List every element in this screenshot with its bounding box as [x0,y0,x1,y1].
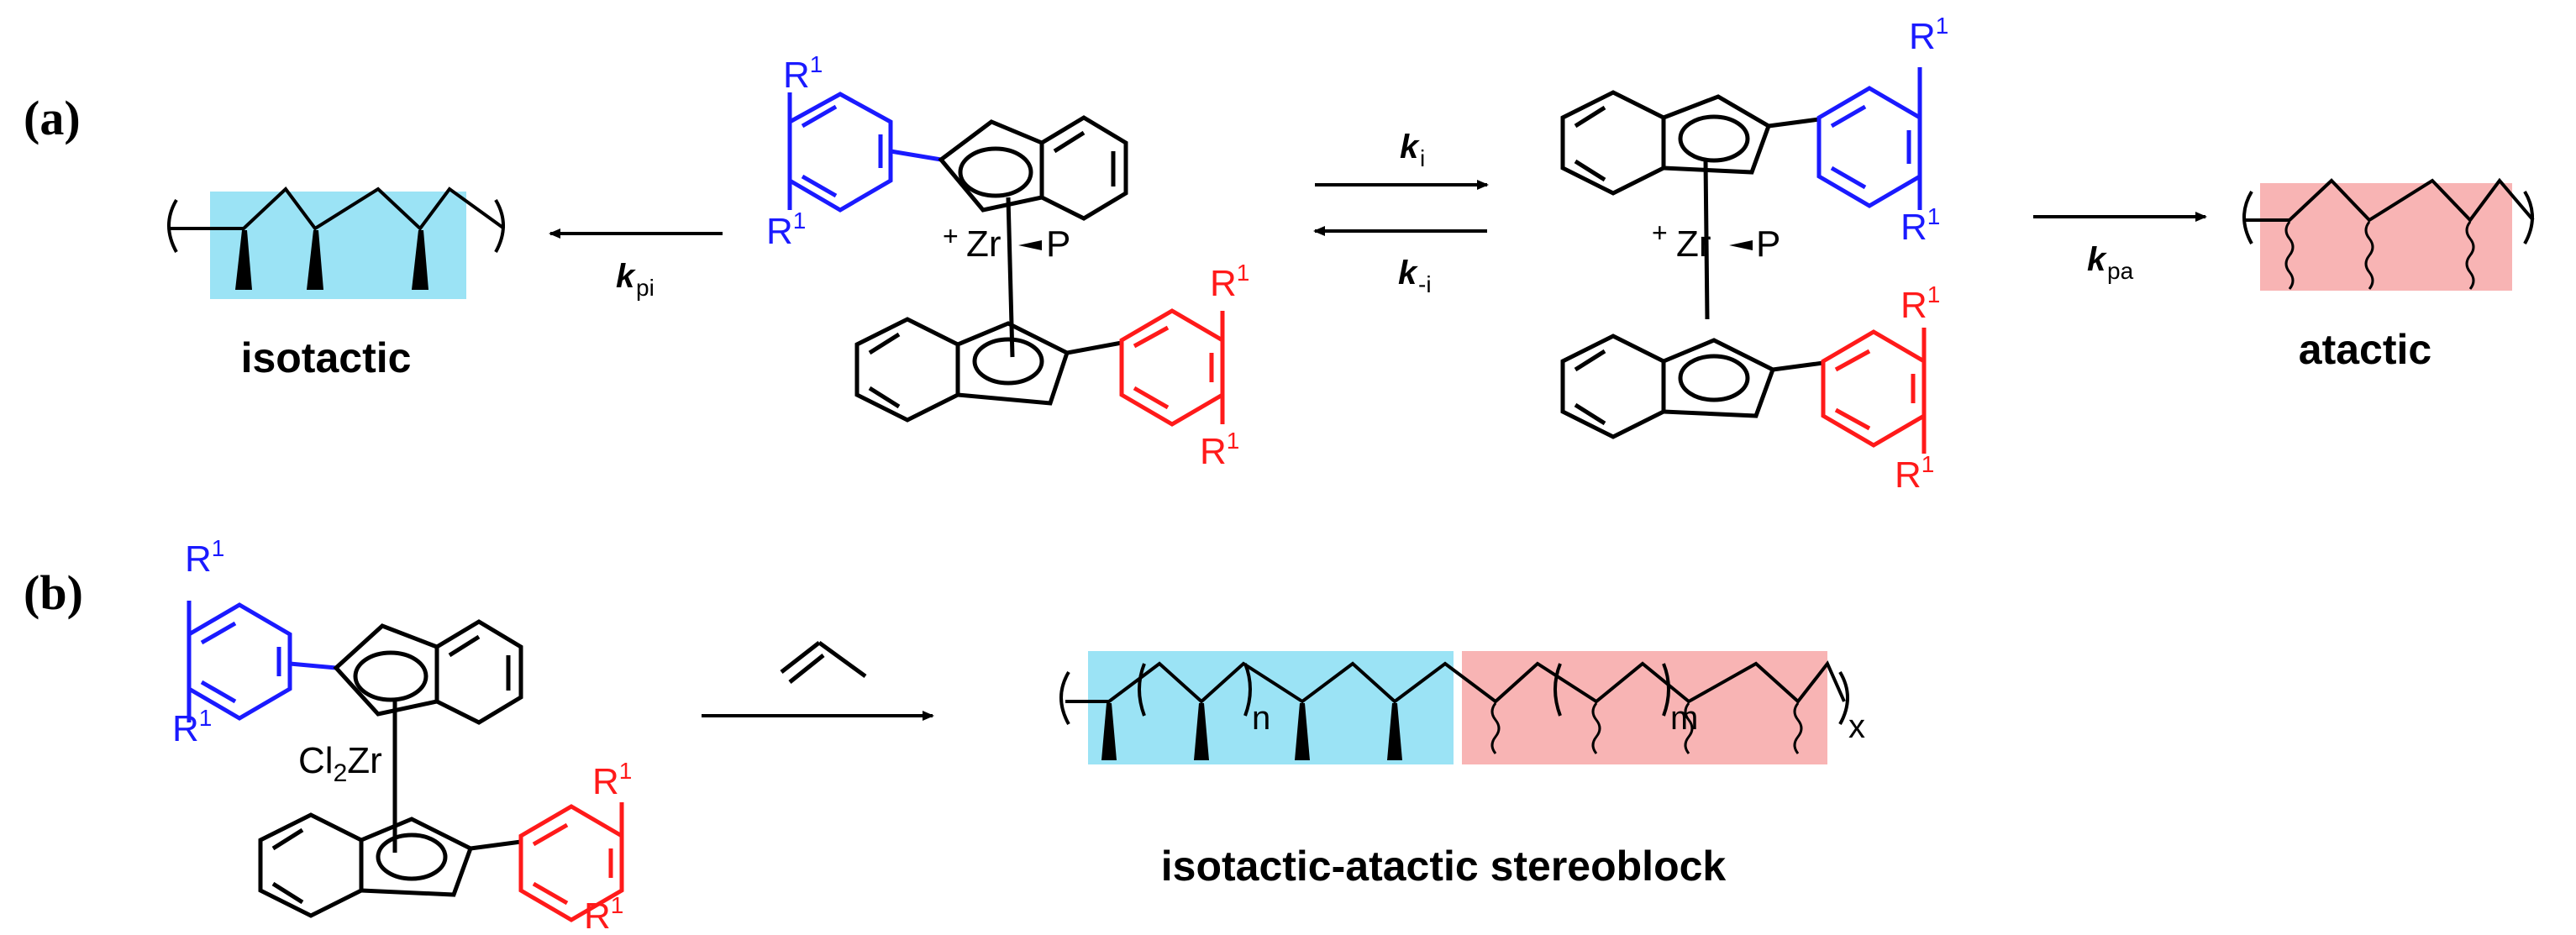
r1-bottom-left-blue: R1 [766,207,806,252]
m-label: m [1670,700,1698,737]
blue-aryl-ring [787,92,942,213]
catalyst-precursor: R1 R1 Cl2Zr R1 R1 [172,535,632,935]
red-aryl-ring-right [1821,328,1927,454]
r1-top-red-left: R1 [1210,260,1249,304]
r1-b-bottom-blue: R1 [172,705,212,749]
r1-bottom-blue-right: R1 [1900,203,1940,248]
atactic-block [1462,651,1827,764]
k-i-label: k i [1400,129,1425,171]
r1-top-red-right: R1 [1900,281,1940,326]
stereoblock-label: isotactic-atactic stereoblock [1161,843,1727,890]
panel-b-label: (b) [24,565,83,620]
r1-top-left-blue: R1 [783,51,823,96]
cl2zr-label: Cl2Zr [298,740,382,787]
svg-text:k: k [1400,129,1420,165]
charge-left: + [943,221,959,251]
zr-left: Zr [966,223,1001,265]
r1-top-blue-right: R1 [1909,13,1948,57]
svg-text:k: k [1398,255,1418,292]
k-pi-label: k pi [616,258,655,301]
catalyst-conformer-right: R1 R1 + Zr P R1 R1 [1560,13,1948,496]
zr-right: Zr [1676,223,1711,265]
svg-text:i: i [1420,145,1425,171]
bracket-right [494,198,505,253]
stereoblock-polymer: n m x [1059,651,1865,764]
red-aryl-ring [1119,308,1225,427]
r1-b-top-blue: R1 [185,535,224,580]
n-label: n [1252,700,1270,737]
k-pa-label: k pa [2087,241,2134,284]
svg-text:-i: -i [1418,271,1432,297]
blue-aryl-ring-right [1816,67,1922,210]
atactic-polymer [2242,177,2535,291]
isotactic-polymer [167,186,506,299]
charge-right: + [1652,218,1668,248]
blue-aryl-ring-b [187,601,337,722]
svg-text:k: k [2087,241,2107,278]
bracket-left [167,198,178,253]
r1-bottom-red-left: R1 [1200,428,1239,472]
atactic-label: atactic [2299,326,2431,373]
isotactic-label: isotactic [241,334,412,381]
panel-a-label: (a) [24,91,81,145]
r1-b-bottom-red: R1 [584,892,623,935]
atactic-highlight [2260,183,2512,291]
svg-text:k: k [616,258,636,295]
p-left: P [1046,223,1070,265]
k-minus-i-label: k -i [1398,255,1432,297]
catalyst-conformer-left: R1 R1 + Zr P [766,51,1249,472]
propylene-monomer [780,640,867,684]
r1-b-top-red: R1 [592,758,632,802]
red-aryl-ring-b [518,802,624,922]
r1-bottom-red-right: R1 [1895,451,1934,496]
p-right: P [1756,223,1780,265]
svg-text:pa: pa [2107,258,2134,284]
x-label: x [1848,708,1865,745]
svg-text:pi: pi [636,275,655,301]
